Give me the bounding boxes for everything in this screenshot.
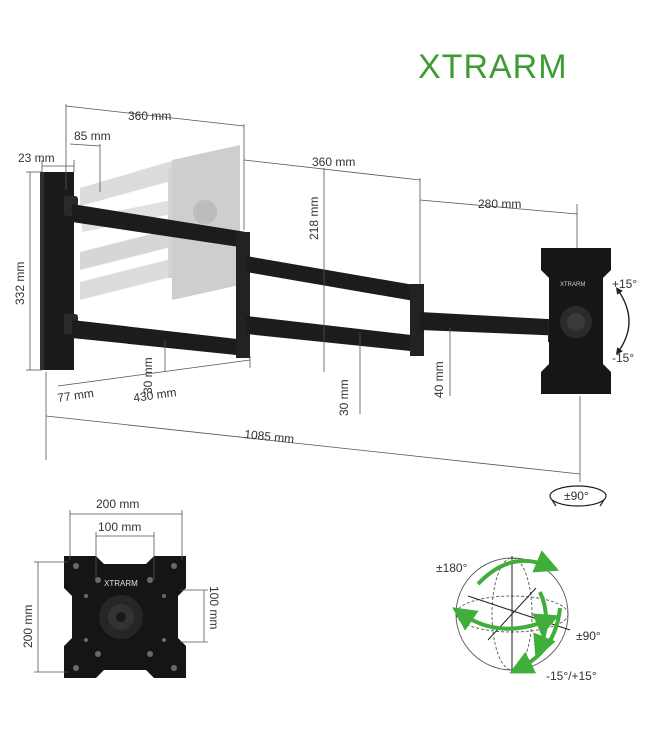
brand-logo: XTRARM — [418, 48, 568, 86]
vesa-height-inner: 100 mm — [207, 586, 221, 629]
dim-arm-first: 360 mm — [128, 109, 171, 123]
dim-arm-second: 360 mm — [312, 155, 355, 169]
vesa-plate-label: XTRARM — [104, 579, 138, 588]
vesa-width-inner: 100 mm — [98, 520, 141, 534]
swivel-arrow — [549, 485, 607, 507]
tilt-down-label: -15° — [612, 351, 634, 365]
wall-plate — [40, 172, 78, 370]
dim-rail-first: 30 mm — [141, 357, 155, 394]
dim-arm-third: 280 mm — [478, 197, 521, 211]
dim-folded-depth: 430 mm — [132, 385, 177, 405]
dim-rail-second: 30 mm — [337, 379, 351, 416]
dim-rail-third: 40 mm — [432, 361, 446, 398]
vesa-plate: XTRARM — [64, 556, 186, 678]
globe-tilt-label: -15°/+15° — [546, 669, 597, 683]
vesa-width-outer: 200 mm — [96, 497, 139, 511]
vesa-dimension-lines — [34, 510, 208, 673]
dim-wall-plate-depth: 23 mm — [18, 151, 55, 165]
globe-swivel-label: ±90° — [576, 629, 601, 643]
tilt-arrow — [615, 287, 630, 355]
vesa-height-outer: 200 mm — [21, 605, 35, 648]
dim-arm-height: 218 mm — [307, 197, 321, 240]
dimension-lines — [26, 104, 581, 482]
swivel-label: ±90° — [564, 489, 589, 503]
svg-text:XTRARM: XTRARM — [196, 176, 221, 182]
rotation-globe — [452, 550, 571, 674]
dim-wall-to-pivot: 77 mm — [56, 386, 94, 405]
extended-arm — [72, 204, 568, 358]
dim-plate-offset: 85 mm — [74, 129, 111, 143]
folded-arm-ghost: XTRARM — [80, 145, 240, 300]
svg-text:XTRARM: XTRARM — [560, 282, 585, 288]
dim-plate-height: 332 mm — [13, 262, 27, 305]
dim-max-extension: 1085 mm — [244, 427, 295, 446]
tilt-up-label: +15° — [612, 277, 637, 291]
globe-rotation-label: ±180° — [436, 561, 468, 575]
tv-plate-side: XTRARM — [541, 248, 611, 394]
